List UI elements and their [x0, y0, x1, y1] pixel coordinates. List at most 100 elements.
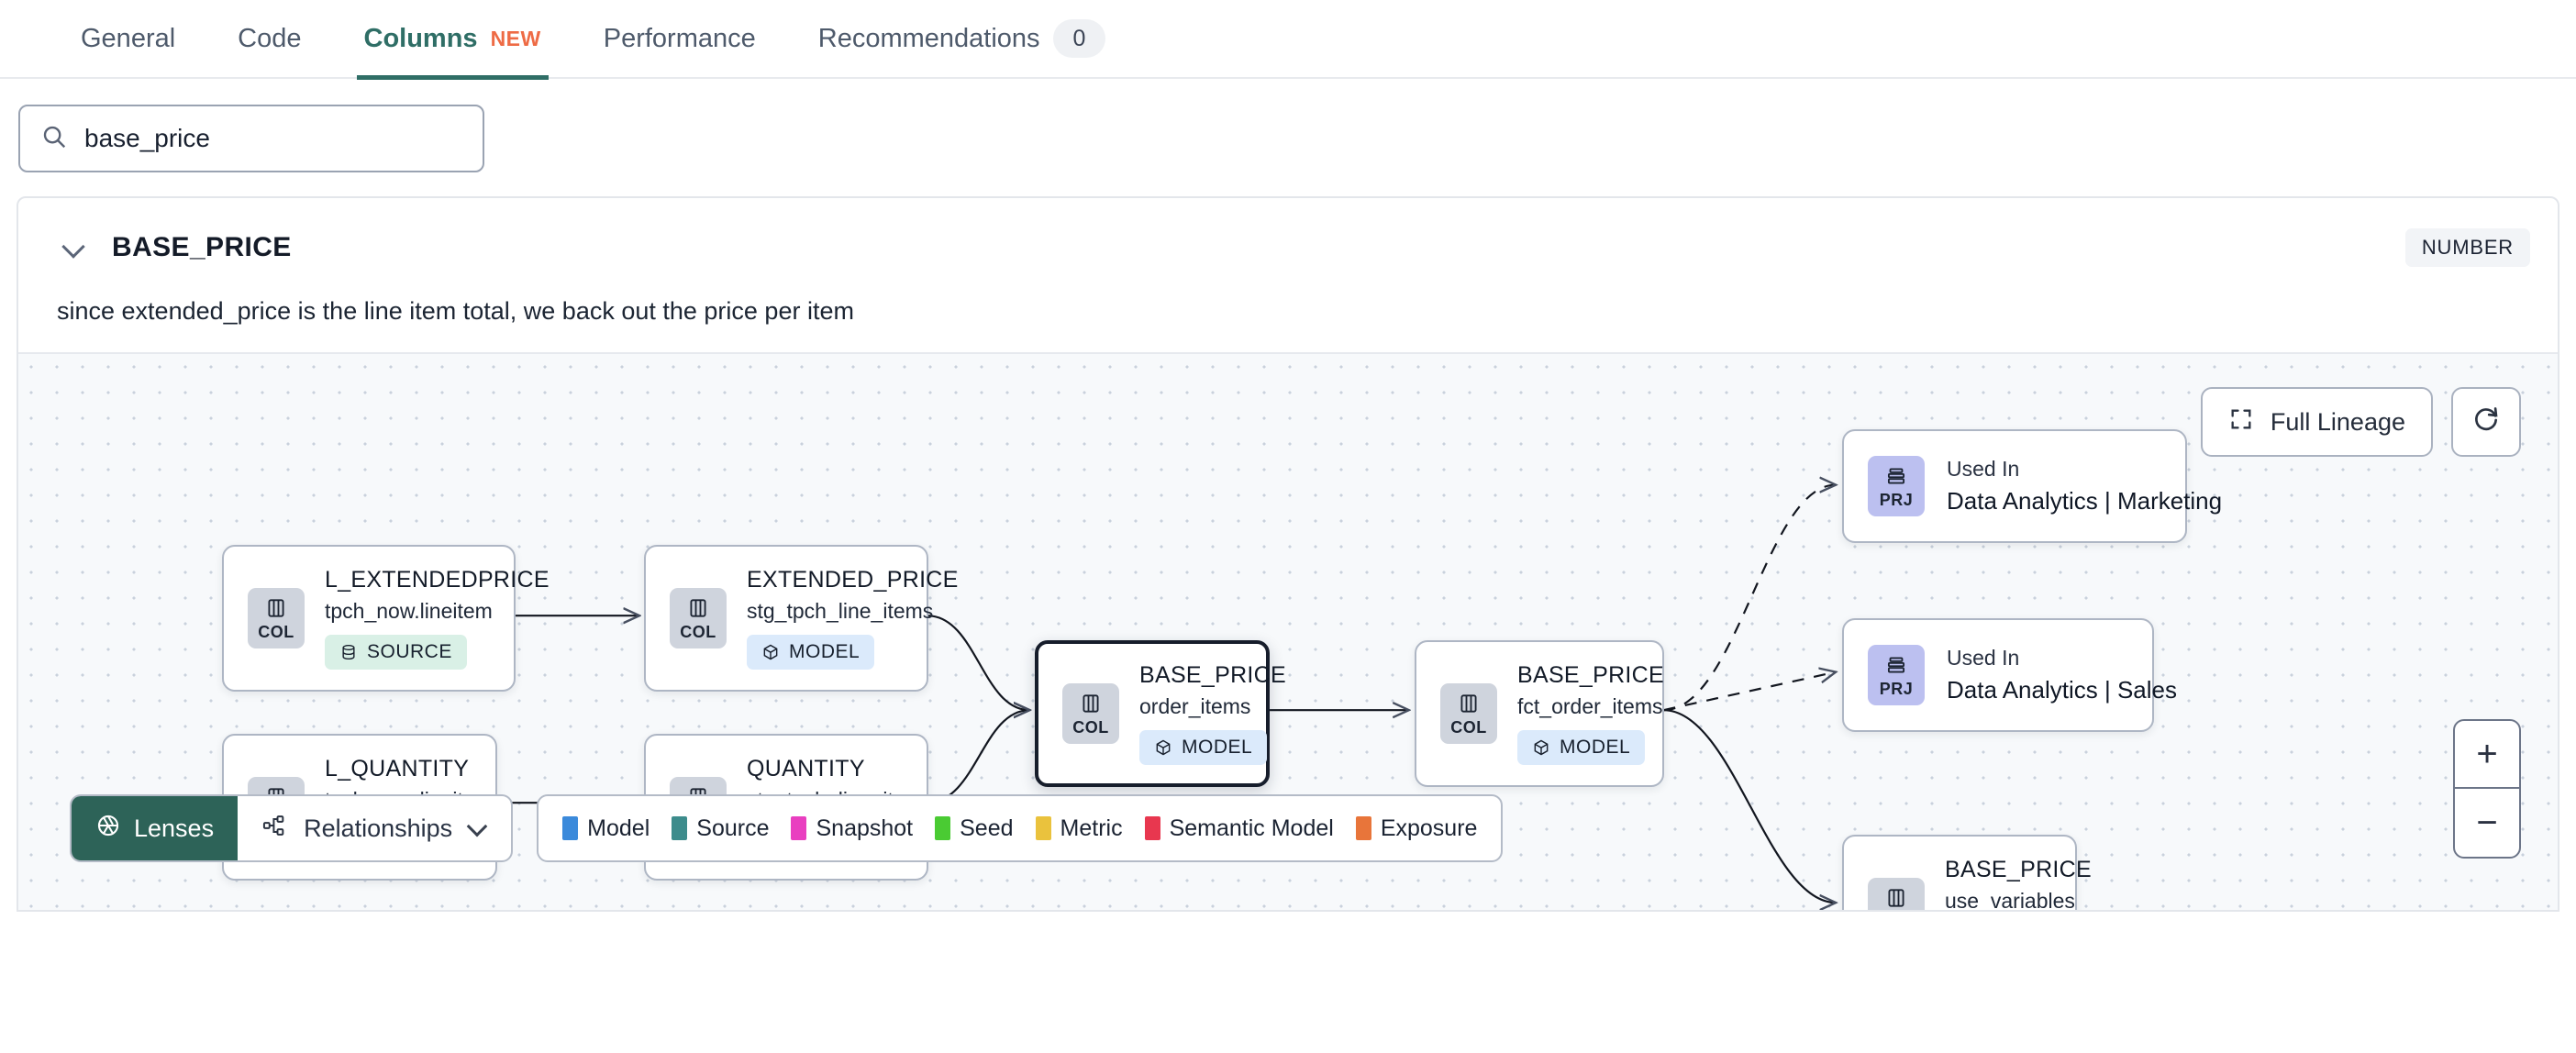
node-used-in-label: Used In: [1947, 457, 2020, 481]
expand-icon: [2228, 406, 2254, 438]
col-icon-label: COL: [1072, 717, 1109, 737]
search-box[interactable]: [18, 105, 484, 172]
tab-recommendations[interactable]: Recommendations 0: [787, 0, 1138, 78]
node-title: L_QUANTITY: [325, 756, 470, 781]
node-title: Data Analytics | Sales: [1947, 676, 2177, 704]
legend-swatch: [791, 816, 807, 840]
legend-item-seed: Seed: [935, 815, 1014, 842]
legend-swatch: [935, 816, 951, 840]
legend-label: Exposure: [1380, 815, 1478, 841]
prj-icon: PRJ: [1868, 456, 1925, 516]
node-subtitle: use_variables: [1945, 889, 2075, 910]
legend-item-source: Source: [672, 815, 769, 842]
prj-icon-label: PRJ: [1879, 679, 1914, 698]
node-pill-label: MODEL: [789, 641, 861, 662]
edge-fct-prj-sales: [1663, 672, 1836, 712]
column-detail-panel: BASE_PRICE NUMBER since extended_price i…: [17, 196, 2559, 912]
col-icon: COL: [670, 588, 727, 648]
lineage-node-l-extendedprice[interactable]: COL L_EXTENDEDPRICE tpch_now.lineitem SO…: [222, 545, 550, 692]
tab-label: Recommendations: [817, 23, 1040, 53]
tab-label: General: [81, 23, 176, 53]
legend-label: Source: [696, 815, 770, 841]
lineage-node-extended-price[interactable]: COL EXTENDED_PRICE stg_tpch_line_items M…: [644, 545, 958, 692]
node-title: L_EXTENDEDPRICE: [325, 567, 550, 593]
lineage-node-prj-sales[interactable]: PRJ Used In Data Analytics | Sales: [1842, 618, 2177, 732]
legend-label: Semantic Model: [1169, 815, 1334, 841]
node-type-pill: MODEL: [1139, 730, 1268, 765]
legend-label: Seed: [960, 815, 1014, 841]
legend-item-semantic-model: Semantic Model: [1144, 815, 1334, 842]
lineage-legend: Model Source Snapshot Seed Metric: [537, 794, 1504, 862]
legend-swatch: [562, 816, 579, 840]
column-glyph-icon: [686, 595, 710, 621]
node-pill-label: MODEL: [1182, 737, 1253, 758]
full-lineage-label: Full Lineage: [2270, 407, 2405, 436]
node-title: Data Analytics | Marketing: [1947, 487, 2223, 515]
node-subtitle: stg_tpch_line_items: [747, 599, 934, 623]
edge-fct-prj-marketing: [1663, 485, 1836, 712]
search-input[interactable]: [84, 124, 462, 153]
tab-code[interactable]: Code: [206, 0, 332, 78]
col-icon: COL: [1868, 878, 1925, 910]
search-area: [0, 79, 2576, 196]
project-glyph-icon: [1884, 652, 1908, 678]
aperture-icon: [95, 813, 121, 845]
legend-label: Model: [587, 815, 650, 841]
zoom-in-button[interactable]: +: [2455, 721, 2519, 789]
lineage-bottom-toolbar: Lenses Relationships Model: [70, 794, 1504, 862]
tab-label: Performance: [603, 23, 756, 53]
refresh-icon: [2471, 405, 2501, 439]
col-icon-label: COL: [258, 622, 294, 641]
column-description: since extended_price is the line item to…: [57, 297, 854, 325]
node-pill-label: SOURCE: [367, 641, 452, 662]
node-title: BASE_PRICE: [1945, 857, 2093, 882]
lineage-node-base-price-fct-order-items[interactable]: COL BASE_PRICE fct_order_items MODEL: [1415, 640, 1664, 787]
tab-general[interactable]: General: [50, 0, 206, 78]
chevron-down-icon: [469, 819, 487, 837]
legend-label: Metric: [1060, 815, 1123, 841]
node-title: BASE_PRICE: [1139, 662, 1287, 688]
project-glyph-icon: [1884, 463, 1908, 489]
chevron-down-icon[interactable]: [62, 236, 86, 260]
prj-icon-label: PRJ: [1879, 490, 1914, 509]
lineage-controls: Full Lineage: [2200, 387, 2521, 457]
legend-swatch: [1035, 816, 1051, 840]
cube-icon: [1156, 739, 1171, 756]
tab-label: Columns: [363, 23, 478, 53]
lenses-button[interactable]: Lenses: [72, 796, 239, 860]
node-used-in-label: Used In: [1947, 646, 2020, 670]
col-icon-label: COL: [1450, 717, 1487, 737]
node-type-pill: MODEL: [747, 635, 875, 670]
lineage-node-base-price-use-variables[interactable]: COL BASE_PRICE use_variables MODEL: [1842, 835, 2092, 910]
zoom-controls: + −: [2453, 719, 2521, 859]
legend-item-snapshot: Snapshot: [791, 815, 913, 842]
node-subtitle: fct_order_items: [1517, 694, 1663, 718]
node-type-pill: MODEL: [1517, 730, 1646, 765]
hierarchy-icon: [261, 813, 287, 845]
col-icon: COL: [248, 588, 305, 648]
lineage-node-base-price-order-items[interactable]: COL BASE_PRICE order_items MODEL: [1035, 640, 1286, 787]
lineage-node-prj-marketing[interactable]: PRJ Used In Data Analytics | Marketing: [1842, 429, 2222, 543]
prj-icon: PRJ: [1868, 645, 1925, 705]
node-title: EXTENDED_PRICE: [747, 567, 959, 593]
tab-label: Code: [238, 23, 302, 53]
full-lineage-button[interactable]: Full Lineage: [2200, 387, 2433, 457]
node-subtitle: order_items: [1139, 694, 1251, 718]
relationships-label: Relationships: [304, 814, 453, 842]
column-glyph-icon: [1079, 691, 1103, 716]
relationships-dropdown[interactable]: Relationships: [238, 796, 511, 860]
refresh-button[interactable]: [2451, 387, 2521, 457]
tab-performance[interactable]: Performance: [572, 0, 787, 78]
database-icon: [342, 644, 355, 660]
col-icon: COL: [1062, 683, 1119, 744]
col-icon: COL: [1440, 683, 1497, 744]
tab-new-badge: NEW: [490, 26, 541, 50]
legend-item-model: Model: [562, 815, 650, 842]
tab-columns[interactable]: Columns NEW: [333, 0, 572, 80]
zoom-out-button[interactable]: −: [2476, 802, 2498, 843]
lineage-canvas[interactable]: COL L_EXTENDEDPRICE tpch_now.lineitem SO…: [18, 352, 2558, 910]
lens-group: Lenses Relationships: [70, 794, 514, 862]
tab-bar: General Code Columns NEW Performance Rec…: [0, 0, 2576, 80]
column-glyph-icon: [1457, 691, 1481, 716]
node-title: BASE_PRICE: [1517, 662, 1665, 688]
